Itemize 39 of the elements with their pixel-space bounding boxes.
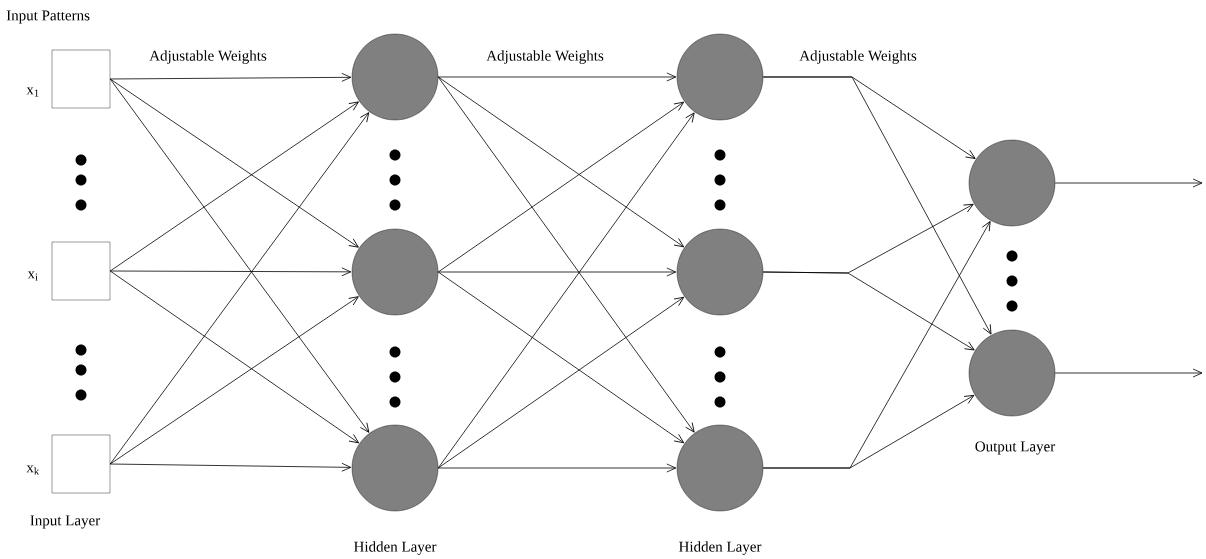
neuron-circle (351, 228, 439, 316)
arrow (437, 76, 685, 248)
input-label: x$_{k}$ (26, 465, 40, 475)
neuron-circle (351, 424, 439, 512)
arrow (437, 463, 677, 473)
input-box (51, 434, 111, 494)
neuron-circle (968, 139, 1056, 227)
arrow (437, 271, 685, 444)
arrow (109, 112, 370, 465)
arrow (109, 296, 359, 465)
arrow (437, 112, 695, 469)
arrow (437, 76, 695, 433)
arrow (762, 271, 975, 351)
neuron-circle (351, 33, 439, 121)
arrow (109, 270, 360, 444)
arrow (109, 101, 359, 272)
arrow (109, 78, 359, 248)
arrow (437, 296, 685, 469)
input-label: x$_{1}$ (26, 87, 39, 97)
arrow (762, 394, 975, 469)
arrow (437, 72, 677, 82)
arrow (1054, 368, 1203, 378)
neuron-circle (676, 33, 764, 121)
arrow (109, 267, 352, 277)
neuron-circle (676, 228, 764, 316)
input-box (51, 241, 111, 301)
arrow (437, 267, 677, 277)
neuron-circle (676, 424, 764, 512)
arrow (762, 76, 992, 335)
layer-label: Adjustable Weights (486, 50, 604, 64)
arrow (109, 78, 370, 433)
arrow (1054, 178, 1203, 188)
arrow (109, 72, 352, 82)
input-box (51, 49, 111, 109)
layer-label: Adjustable Weights (149, 50, 267, 64)
arrow (437, 101, 685, 273)
neuron-circle (968, 329, 1056, 417)
arrow (109, 462, 352, 472)
input-label: x$_{i}$ (27, 271, 38, 281)
